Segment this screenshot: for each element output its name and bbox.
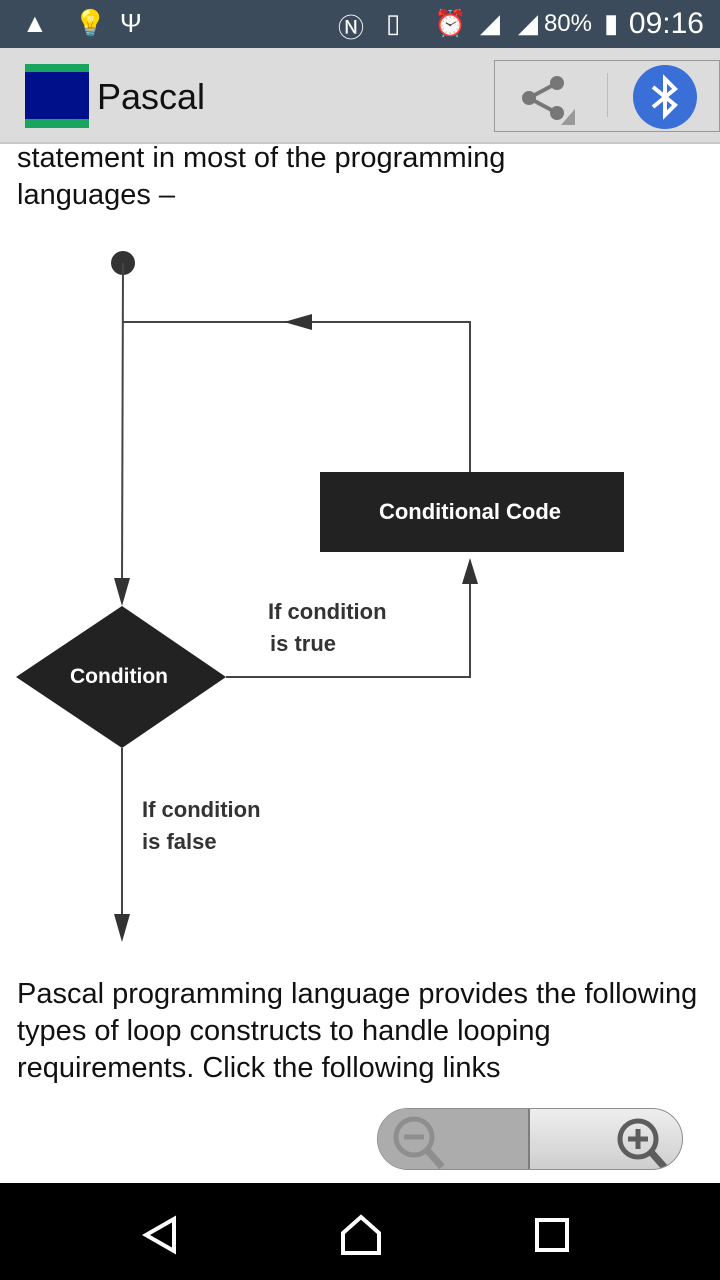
zoom-in-button[interactable] [602,1109,682,1169]
lightbulb-icon: 💡 [74,8,107,38]
battery-icon: ▮ [604,8,619,38]
app-bar: Pascal [0,48,720,144]
vibrate-icon: ▯ [386,8,401,38]
image-notification-icon: ▲ [22,8,48,38]
clock: 09:16 [628,7,704,40]
signal-icon-2: ◢ [518,8,538,38]
signal-icon: ◢ [480,8,500,38]
conditional-code-box [320,472,624,552]
app-title: Pascal [97,76,206,117]
status-bar: ▲ 💡 Ψ Ⓝ ▯ ⏰ ◢ ◢ 80% ▮ 09:16 [0,0,720,48]
condition-diamond [16,606,226,748]
loop-paragraph: Pascal programming language provides the… [17,978,698,1084]
true-label: If condition [268,599,387,624]
action-group [494,60,720,132]
web-content: statement in most of the programming lan… [0,146,720,1092]
navigation-bar [0,1183,720,1280]
false-label: If condition [142,797,261,822]
recents-icon[interactable] [534,1217,570,1253]
diamond-label: Condition [70,665,168,688]
zoom-in-icon [617,1118,669,1169]
box-label: Conditional Code [379,499,561,524]
alarm-icon: ⏰ [434,8,467,38]
divider [607,73,608,117]
true-label-2: is true [270,631,336,656]
battery-percent: 80% [543,10,592,37]
home-icon[interactable] [339,1213,383,1257]
app-logo [25,64,89,128]
false-label-2: is false [142,829,217,854]
usb-icon: Ψ [120,8,142,38]
back-icon[interactable] [140,1215,180,1255]
bluetooth-icon[interactable] [633,65,697,129]
share-icon[interactable] [515,71,575,125]
intro-text: statement in most of the programming lan… [17,146,506,211]
flowchart: Conditional Code Condition If condition … [16,251,624,942]
zoom-controls [377,1108,683,1170]
nfc-icon: Ⓝ [338,13,365,43]
zoom-out-button[interactable] [378,1109,530,1169]
zoom-out-icon [393,1116,445,1169]
